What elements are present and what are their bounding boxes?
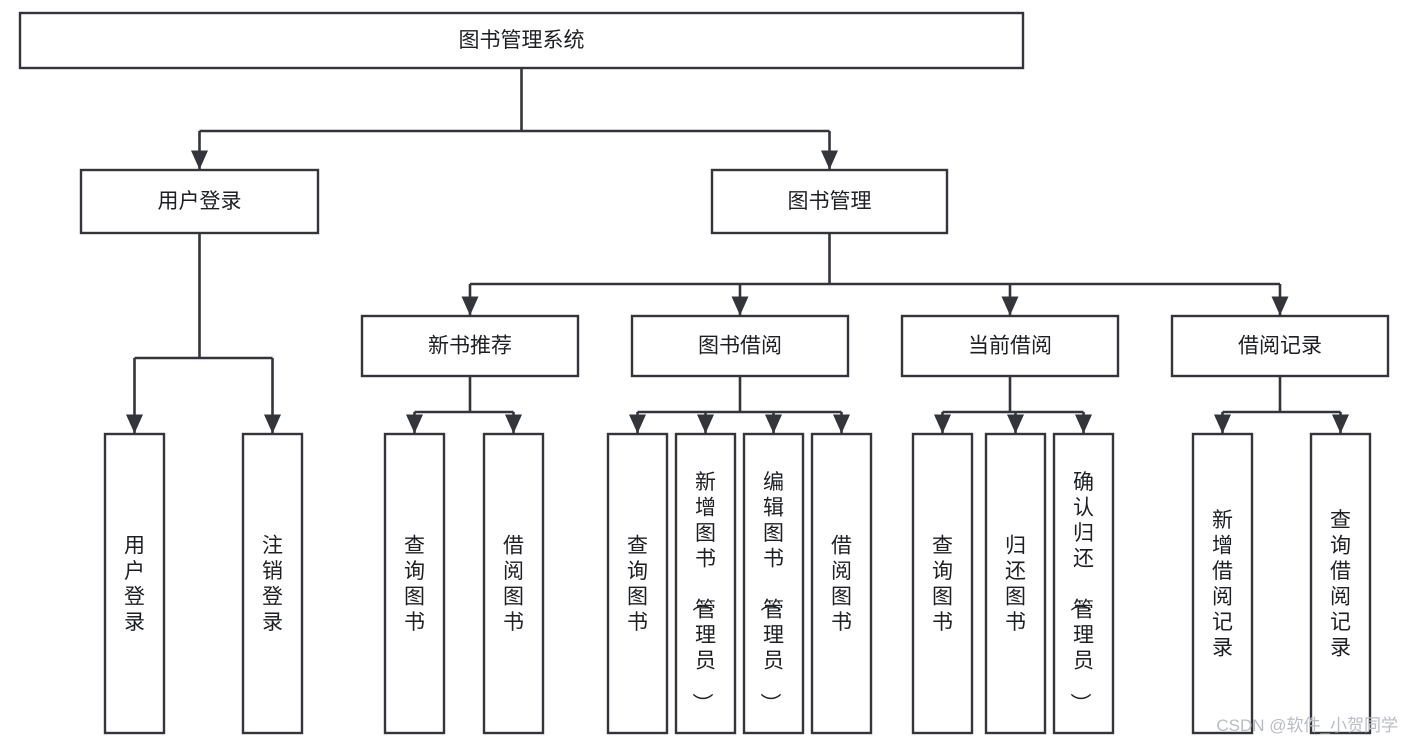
node-label: 查询图书 xyxy=(627,535,648,635)
nodes-layer: 图书管理系统用户登录图书管理新书推荐图书借阅当前借阅借阅记录用户登录注销登录查询… xyxy=(18,11,1390,735)
node-box[interactable] xyxy=(241,432,304,735)
node-label: 注销登录 xyxy=(262,535,283,635)
node-label: 查询图书 xyxy=(932,535,953,635)
arrow-head-icon xyxy=(731,296,749,316)
node-box[interactable] xyxy=(900,314,1120,378)
arrow-head-icon xyxy=(1001,296,1019,316)
node-label: 图书管理 xyxy=(788,190,872,213)
node-new-book-rec[interactable]: 新书推荐 xyxy=(360,314,580,378)
node-label: 图书借阅 xyxy=(698,335,782,358)
node-box[interactable] xyxy=(1170,314,1390,378)
node-box[interactable] xyxy=(984,432,1047,735)
node-label: 图书管理系统 xyxy=(459,29,585,52)
csdn-watermark: CSDN @软件_小贺同学 xyxy=(1216,716,1398,735)
arrow-head-icon xyxy=(264,414,281,434)
node-leaf-confirm-return-cb[interactable]: 确认归还（管理员） xyxy=(1052,432,1115,735)
node-box[interactable] xyxy=(1309,432,1372,735)
node-leaf-query-record-br[interactable]: 查询借阅记录 xyxy=(1309,432,1372,735)
arrow-head-icon xyxy=(461,296,479,316)
node-box[interactable] xyxy=(810,432,873,735)
node-box[interactable] xyxy=(383,432,446,735)
node-leaf-return-book-cb[interactable]: 归还图书 xyxy=(984,432,1047,735)
arrow-head-icon xyxy=(833,414,850,434)
node-box[interactable] xyxy=(674,432,737,735)
node-box[interactable] xyxy=(360,314,580,378)
arrow-head-icon xyxy=(191,150,208,170)
node-box[interactable] xyxy=(79,168,320,235)
node-label: 用户登录 xyxy=(158,190,242,213)
node-leaf-add-book-bb[interactable]: 新增图书（管理员） xyxy=(674,432,737,735)
arrow-head-icon xyxy=(406,414,423,434)
node-current-borrow[interactable]: 当前借阅 xyxy=(900,314,1120,378)
node-box[interactable] xyxy=(1191,432,1254,735)
arrow-head-icon xyxy=(934,414,951,434)
node-box[interactable] xyxy=(606,432,669,735)
arrow-head-icon xyxy=(1214,414,1231,434)
node-leaf-edit-book-bb[interactable]: 编辑图书（管理员） xyxy=(742,432,805,735)
node-box[interactable] xyxy=(482,432,545,735)
node-box[interactable] xyxy=(911,432,974,735)
arrow-head-icon xyxy=(765,414,782,434)
arrow-head-icon xyxy=(505,414,522,434)
node-box[interactable] xyxy=(103,432,166,735)
arrow-head-icon xyxy=(1332,414,1349,434)
node-label: 当前借阅 xyxy=(968,335,1052,358)
node-box[interactable] xyxy=(18,11,1025,70)
node-borrow-record[interactable]: 借阅记录 xyxy=(1170,314,1390,378)
arrow-head-icon xyxy=(126,414,143,434)
node-user-login[interactable]: 用户登录 xyxy=(79,168,320,235)
node-box[interactable] xyxy=(710,168,949,235)
node-label: 编辑图书（管理员） xyxy=(758,471,784,714)
node-book-borrow[interactable]: 图书借阅 xyxy=(630,314,850,378)
node-box[interactable] xyxy=(1052,432,1115,735)
node-leaf-user-login[interactable]: 用户登录 xyxy=(103,432,166,735)
arrow-head-icon xyxy=(697,414,714,434)
node-box[interactable] xyxy=(742,432,805,735)
node-label: 新增图书（管理员） xyxy=(690,471,716,714)
node-label: 新书推荐 xyxy=(428,335,512,358)
node-leaf-borrow-book-rec[interactable]: 借阅图书 xyxy=(482,432,545,735)
node-leaf-query-book-cb[interactable]: 查询图书 xyxy=(911,432,974,735)
node-leaf-query-book-bb[interactable]: 查询图书 xyxy=(606,432,669,735)
node-leaf-borrow-book-bb[interactable]: 借阅图书 xyxy=(810,432,873,735)
node-book-manage[interactable]: 图书管理 xyxy=(710,168,949,235)
node-label: 借阅图书 xyxy=(503,535,524,635)
node-box[interactable] xyxy=(630,314,850,378)
node-label: 新增借阅记录 xyxy=(1212,509,1233,660)
node-label: 用户登录 xyxy=(124,535,145,635)
node-leaf-user-logout[interactable]: 注销登录 xyxy=(241,432,304,735)
connector-lines-layer xyxy=(126,68,1349,434)
node-label: 确认归还（管理员） xyxy=(1068,471,1094,714)
node-label: 借阅记录 xyxy=(1238,335,1322,358)
arrow-head-icon xyxy=(1075,414,1092,434)
arrow-head-icon xyxy=(1007,414,1024,434)
node-label: 归还图书 xyxy=(1005,535,1026,635)
arrow-head-icon xyxy=(1271,296,1289,316)
arrow-head-icon xyxy=(629,414,646,434)
node-leaf-add-record-br[interactable]: 新增借阅记录 xyxy=(1191,432,1254,735)
node-leaf-query-book-rec[interactable]: 查询图书 xyxy=(383,432,446,735)
node-label: 查询图书 xyxy=(404,535,425,635)
node-root-图书管理系统[interactable]: 图书管理系统 xyxy=(18,11,1025,70)
node-label: 查询借阅记录 xyxy=(1330,509,1351,660)
arrow-head-icon xyxy=(821,150,838,170)
node-label: 借阅图书 xyxy=(831,535,852,635)
